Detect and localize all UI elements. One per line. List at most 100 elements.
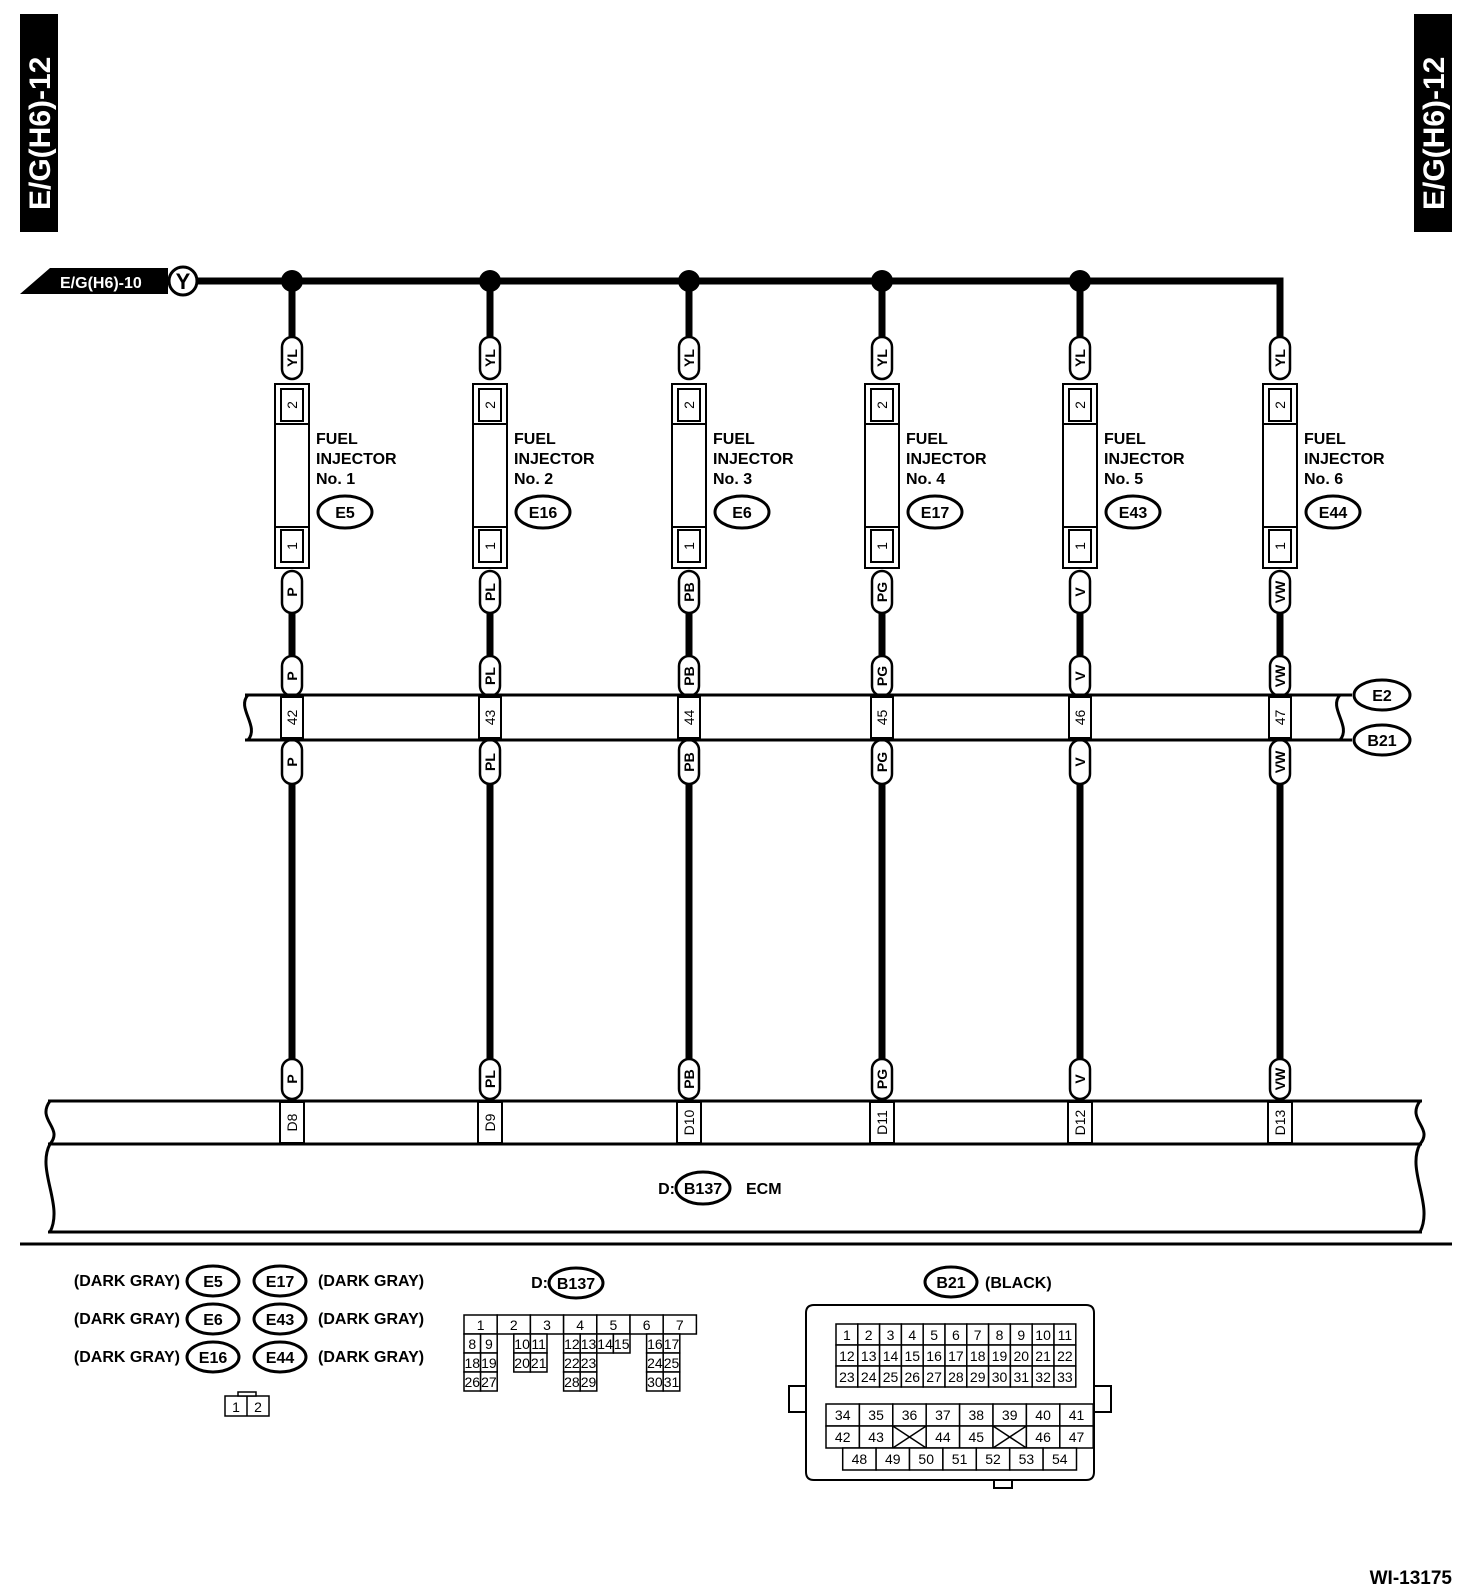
page-tab-right: E/G(H6)-12 xyxy=(1414,14,1452,232)
legend-color-e5: (DARK GRAY) xyxy=(74,1273,180,1290)
wire-color-signal: PL xyxy=(482,583,498,601)
wire-color-signal: VW xyxy=(1272,580,1288,603)
injector-number: No. 5 xyxy=(1104,471,1143,488)
injector-title-line1: FUEL xyxy=(1104,431,1146,448)
b21-pin-cell: 3 xyxy=(887,1327,895,1343)
source-reference: E/G(H6)-10 Y xyxy=(20,265,199,297)
b21-pin-cell: 20 xyxy=(1014,1348,1030,1364)
injector-connector-id: E16 xyxy=(529,505,558,522)
b21-pin-cell: 17 xyxy=(948,1348,964,1364)
b21-pin-cell: 4 xyxy=(908,1327,916,1343)
ecm-pin-cell: 9 xyxy=(485,1336,493,1352)
legend-color-e17: (DARK GRAY) xyxy=(318,1273,424,1290)
wire-color-joint-lower: VW xyxy=(1272,750,1288,773)
wire-color-signal: PB xyxy=(681,582,697,601)
wire-color-ecm: P xyxy=(284,1074,300,1083)
ecm-pin-cell: 11 xyxy=(531,1336,546,1352)
injector-connector-id: E43 xyxy=(1119,505,1148,522)
b21-pin-cell: 19 xyxy=(992,1348,1008,1364)
ecm-pin: D13 xyxy=(1272,1109,1288,1135)
b21-pin-cell: 9 xyxy=(1017,1327,1025,1343)
b21-pin-cell: 15 xyxy=(905,1348,921,1364)
wire-color-joint-upper: P xyxy=(284,671,300,680)
injector-pin-top: 2 xyxy=(681,401,697,409)
b21-pin-cell: 46 xyxy=(1035,1429,1051,1445)
ecm-pin-cell: 28 xyxy=(564,1374,580,1390)
ecm-pin-cell: 6 xyxy=(643,1317,651,1333)
joint-pin: 47 xyxy=(1272,710,1288,726)
injector-title-line1: FUEL xyxy=(514,431,556,448)
b21-pin-cell: 10 xyxy=(1035,1327,1051,1343)
wire-color-joint-upper: PB xyxy=(681,666,697,685)
injector-number: No. 1 xyxy=(316,471,355,488)
injector-pin-bottom: 1 xyxy=(1072,542,1088,550)
b21-pin-cell: 43 xyxy=(868,1429,884,1445)
wire-color-signal: PG xyxy=(874,582,890,602)
wire-color-joint-upper: V xyxy=(1072,671,1088,681)
ecm-pin-cell: 2 xyxy=(510,1317,518,1333)
b21-pin-cell: 39 xyxy=(1002,1407,1018,1423)
joint-pin: 43 xyxy=(482,710,498,726)
injector-pin-top: 2 xyxy=(482,401,498,409)
splice-dot xyxy=(678,270,700,292)
page-tab-right-text: E/G(H6)-12 xyxy=(1418,57,1451,210)
injector-title-line2: INJECTOR xyxy=(316,451,397,468)
b21-pin-cell: 28 xyxy=(948,1369,964,1385)
b21-pin-cell: 50 xyxy=(918,1451,934,1467)
ecm-pin: D11 xyxy=(874,1110,890,1135)
splice-dot xyxy=(281,270,303,292)
injector-connector-id: E6 xyxy=(732,505,752,522)
splice-dot xyxy=(871,270,893,292)
ecm-pin-cell: 25 xyxy=(664,1355,680,1371)
b21-pin-cell: 27 xyxy=(926,1369,942,1385)
legend-color-e44: (DARK GRAY) xyxy=(318,1349,424,1366)
legend-color-e16: (DARK GRAY) xyxy=(74,1349,180,1366)
b21-pin-cell: 45 xyxy=(969,1429,985,1445)
joint-connector: E2 B21 xyxy=(243,678,1412,757)
ecm-pin-cell: 14 xyxy=(597,1336,613,1352)
legend-injector-connectors: (DARK GRAY) E5 E17 (DARK GRAY) (DARK GRA… xyxy=(74,1264,424,1417)
joint-pin: 46 xyxy=(1072,710,1088,726)
wire-color-joint-upper: PG xyxy=(874,666,890,686)
b21-pin-cell: 24 xyxy=(861,1369,877,1385)
ecm-pin: D9 xyxy=(482,1113,498,1131)
wire-color-joint-lower: PB xyxy=(681,752,697,771)
legend-id-e17: E17 xyxy=(266,1274,295,1291)
ecm-block: D: B137 ECM xyxy=(44,1099,1426,1234)
legend-id-e44: E44 xyxy=(266,1350,295,1367)
b21-pin-cell: 23 xyxy=(839,1369,855,1385)
wire-color-top: YL xyxy=(1072,349,1088,367)
wire-color-ecm: PL xyxy=(482,1070,498,1088)
power-bus xyxy=(197,277,1284,345)
b21-pin-cell: 1 xyxy=(843,1327,851,1343)
ecm-pin-cell: 23 xyxy=(581,1355,597,1371)
wire-color-joint-lower: V xyxy=(1072,757,1088,767)
legend-id-e5: E5 xyxy=(203,1274,223,1291)
b21-pin-cell: 5 xyxy=(930,1327,938,1343)
ecm-pin-cell: 31 xyxy=(664,1374,680,1390)
injector-pin-top: 2 xyxy=(284,401,300,409)
ecm-pin: D8 xyxy=(284,1113,300,1131)
b21-pin-cell: 16 xyxy=(926,1348,942,1364)
b21-pin-cell: 41 xyxy=(1069,1407,1085,1423)
b21-pin-cell: 37 xyxy=(935,1407,951,1423)
wire-color-ecm: PB xyxy=(681,1069,697,1088)
b21-pin-cell: 14 xyxy=(883,1348,899,1364)
b21-pin-cell: 7 xyxy=(974,1327,982,1343)
injector-pin-top: 2 xyxy=(874,401,890,409)
wire-color-joint-upper: PL xyxy=(482,667,498,685)
ecm-pin-cell: 16 xyxy=(647,1336,663,1352)
wire-marker-y: Y xyxy=(176,269,191,294)
ecm-pin-cell: 17 xyxy=(664,1336,680,1352)
b21-pin-cell: 42 xyxy=(835,1429,851,1445)
b21-pin-cell: 6 xyxy=(952,1327,960,1343)
injector-connector-id: E17 xyxy=(921,505,950,522)
injector-title-line1: FUEL xyxy=(316,431,358,448)
ecm-pin-cell: 7 xyxy=(676,1317,684,1333)
